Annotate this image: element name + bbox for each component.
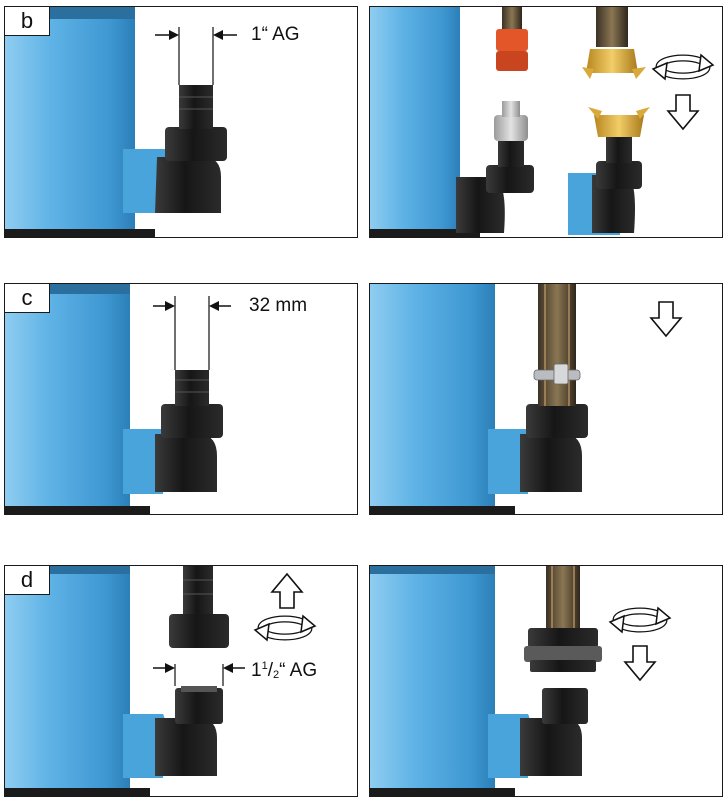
- panel-c-left: c 32 mm: [4, 283, 358, 515]
- panel-c-right: [369, 283, 723, 515]
- step-label-b: b: [5, 7, 50, 36]
- dimension-label-d: 11/2“ AG: [251, 660, 318, 681]
- step-label-d: d: [5, 566, 50, 595]
- up-arrow-icon: [271, 573, 303, 609]
- pump-illustration: [5, 284, 231, 514]
- panel-d-left: d 11/2“ AG: [4, 565, 358, 797]
- hose-clamp-illustration: [370, 284, 682, 514]
- union-coupling-illustration: [370, 566, 723, 796]
- down-arrow-icon: [667, 94, 699, 130]
- rotate-arrow-icon: [610, 608, 670, 632]
- down-arrow-icon: [650, 301, 682, 337]
- panel-b-left: b 1“ AG: [4, 6, 358, 238]
- pump-illustration: [5, 7, 237, 237]
- pump-illustration: [5, 566, 358, 796]
- coupling-illustration: [370, 7, 723, 237]
- dimension-label-b: 1“ AG: [251, 24, 300, 45]
- dimension-label-c: 32 mm: [249, 295, 308, 316]
- panel-d-right: [369, 565, 723, 797]
- down-arrow-icon: [624, 645, 656, 681]
- rotate-arrow-icon: [653, 55, 713, 79]
- panel-b-right: [369, 6, 723, 238]
- step-label-c: c: [5, 284, 50, 313]
- rotate-arrow-icon: [255, 616, 315, 640]
